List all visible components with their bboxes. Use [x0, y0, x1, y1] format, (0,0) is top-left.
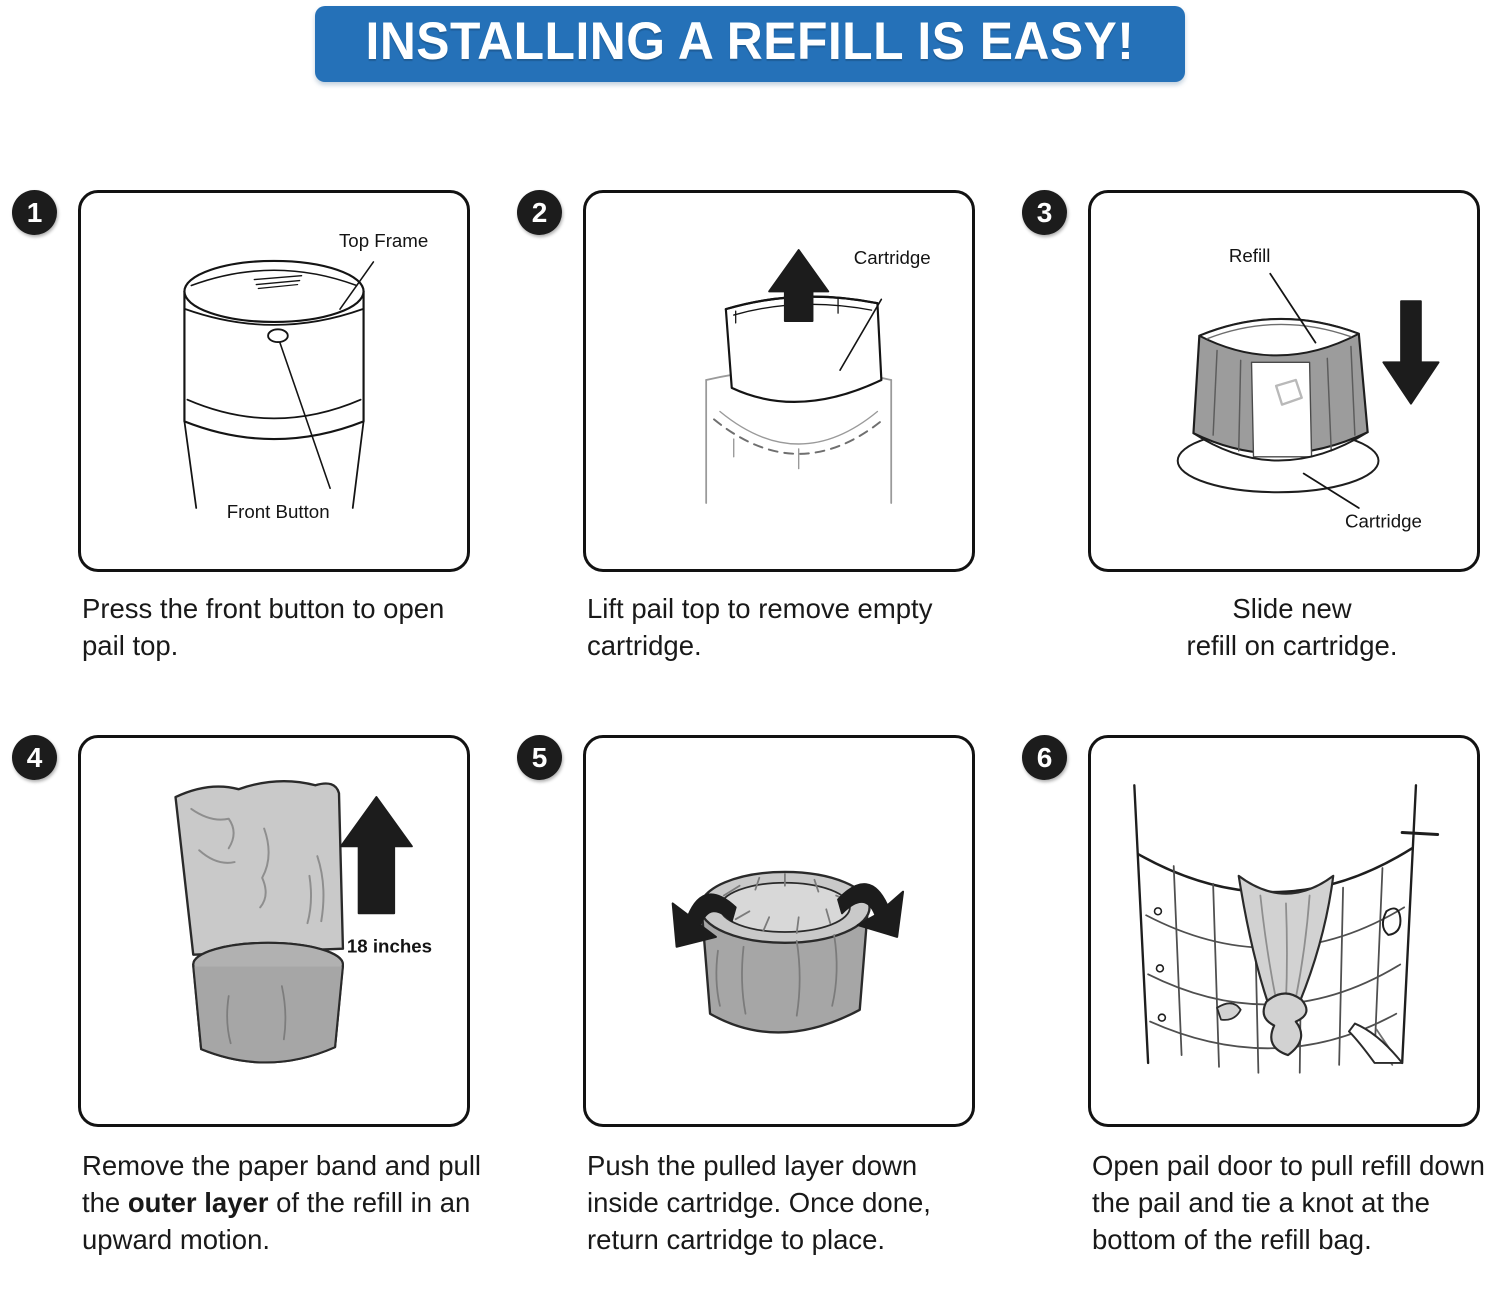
- step-number-badge-6: 6: [1022, 735, 1067, 780]
- step-4-illustration-panel: 18 inches: [78, 735, 470, 1127]
- step-5-illustration-panel: [583, 735, 975, 1127]
- step-2-illustration-panel: Cartridge: [583, 190, 975, 572]
- step-6-illustration-panel: [1088, 735, 1480, 1127]
- steps-grid: 1: [0, 178, 1500, 1294]
- step-3: 3: [1010, 178, 1500, 698]
- step-6: 6: [1010, 723, 1500, 1293]
- label-refill: Refill: [1229, 245, 1271, 266]
- steps-row-bottom: 4: [0, 723, 1500, 1293]
- step-6-caption: Open pail door to pull refill down the p…: [1092, 1150, 1485, 1255]
- step-3-illustration-panel: Refill Cartridge: [1088, 190, 1480, 572]
- header-banner: INSTALLING A REFILL IS EASY!: [315, 6, 1185, 82]
- label-cartridge: Cartridge: [854, 247, 931, 268]
- step-1: 1: [0, 178, 500, 698]
- step-1-caption: Press the front button to open pail top.: [82, 593, 445, 661]
- arrow-curve-left-icon: [671, 893, 737, 948]
- label-top-frame: Top Frame: [339, 230, 428, 251]
- arrow-down-icon: [1382, 300, 1440, 405]
- step-4-caption: Remove the paper band and pull the outer…: [82, 1150, 482, 1255]
- step-5: 5: [505, 723, 1005, 1293]
- step-2: 2: [505, 178, 1005, 698]
- label-18-inches: 18 inches: [347, 936, 432, 957]
- step-1-illustration-panel: Top Frame Front Button: [78, 190, 470, 572]
- header-banner-container: INSTALLING A REFILL IS EASY!: [0, 6, 1500, 82]
- step-number-badge-1: 1: [12, 190, 57, 235]
- label-front-button: Front Button: [227, 501, 330, 522]
- step-number-badge-2: 2: [517, 190, 562, 235]
- step-4: 4: [0, 723, 500, 1293]
- step-number-badge-5: 5: [517, 735, 562, 780]
- step-number-badge-3: 3: [1022, 190, 1067, 235]
- arrow-up-icon-4: [339, 796, 413, 915]
- page-title: INSTALLING A REFILL IS EASY!: [365, 12, 1135, 71]
- step-number-badge-4: 4: [12, 735, 57, 780]
- label-cartridge-3: Cartridge: [1345, 511, 1422, 532]
- step-2-caption: Lift pail top to remove empty cartridge.: [587, 593, 933, 661]
- step-5-caption: Push the pulled layer down inside cartri…: [587, 1150, 931, 1255]
- steps-row-top: 1: [0, 178, 1500, 698]
- arrow-up-icon: [768, 249, 830, 322]
- arrow-curve-right-icon: [837, 883, 905, 938]
